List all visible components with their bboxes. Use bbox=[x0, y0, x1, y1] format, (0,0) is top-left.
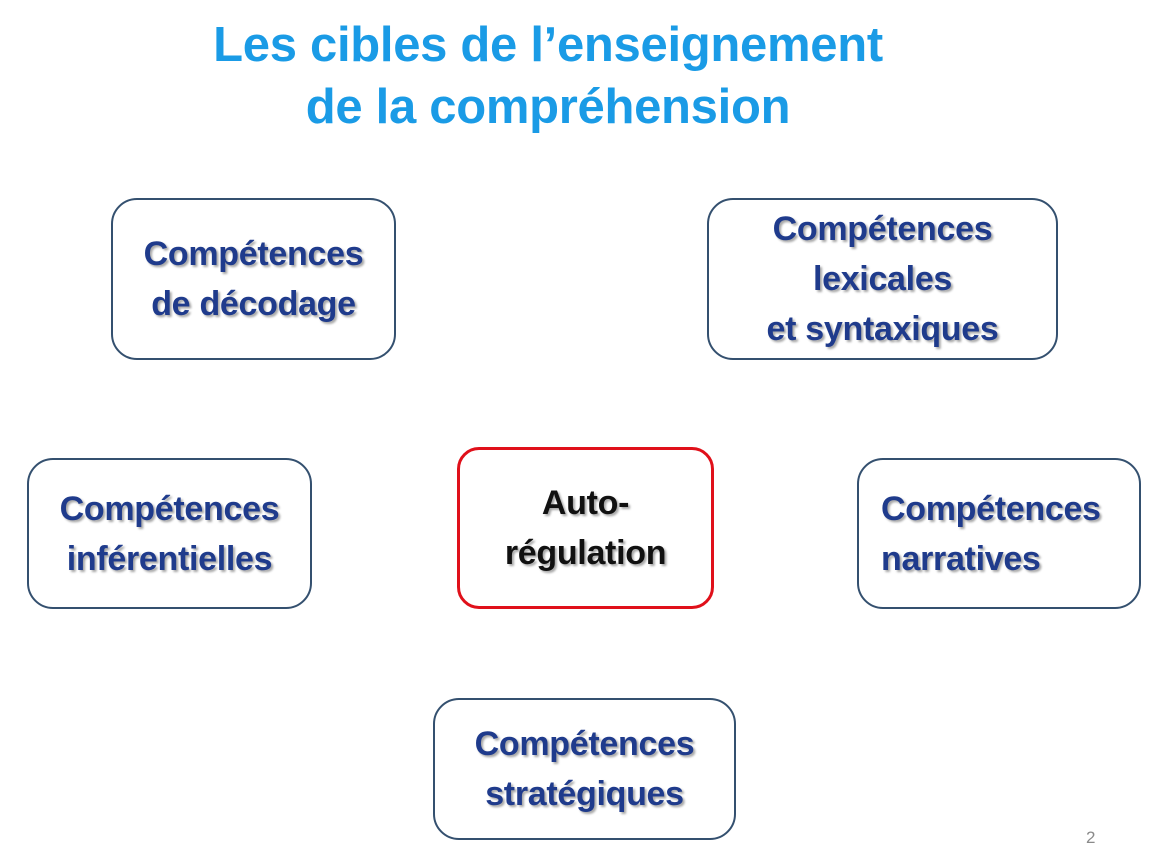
box-inferentielles-line-2: inférentielles bbox=[66, 539, 273, 578]
box-lexicales-line-1: Compétences bbox=[772, 210, 993, 248]
box-decodage-line-1: Compétences bbox=[143, 235, 364, 273]
box-competences-strategiques: Compétences stratégiques bbox=[433, 698, 736, 840]
box-competences-inferentielles: Compétences inférentielles bbox=[27, 458, 312, 609]
box-strategiques-line-1: Compétences bbox=[474, 725, 695, 763]
box-lexicales-line-2: lexicales bbox=[812, 260, 953, 298]
box-auto-regulation: Auto- régulation bbox=[457, 447, 714, 609]
box-autoregulation-line-1: Auto- bbox=[541, 484, 630, 522]
box-lexicales-line-3: et syntaxiques bbox=[766, 310, 999, 348]
box-narratives-line-2: narratives bbox=[881, 539, 1041, 578]
box-strategiques-line-2: stratégiques bbox=[485, 775, 684, 813]
page-number: 2 bbox=[1086, 828, 1096, 847]
box-competences-lexicales-syntaxiques: Compétences lexicales et syntaxiques bbox=[707, 198, 1058, 360]
slide-title-line-1: Les cibles de l’enseignement bbox=[213, 18, 883, 72]
box-competences-narratives: Compétences narratives bbox=[857, 458, 1141, 609]
box-inferentielles-line-1: Compétences bbox=[59, 489, 280, 528]
box-narratives-line-1: Compétences bbox=[881, 489, 1101, 528]
slide-title: Les cibles de l’enseignement de la compr… bbox=[0, 14, 1096, 138]
slide-title-line-2: de la compréhension bbox=[305, 80, 791, 134]
box-autoregulation-line-2: régulation bbox=[504, 534, 667, 572]
box-decodage-line-2: de décodage bbox=[151, 285, 356, 323]
box-competences-decodage: Compétences de décodage bbox=[111, 198, 396, 360]
